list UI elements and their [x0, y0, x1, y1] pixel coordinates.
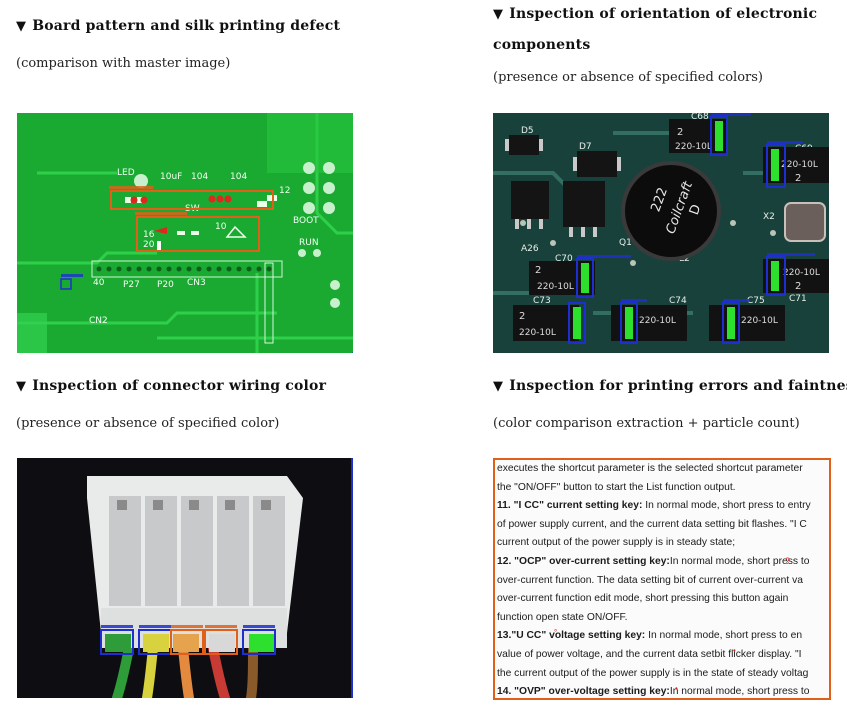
cap-id-c68: 2 [677, 127, 683, 138]
pcb-label-c68: C68 [691, 113, 709, 122]
pcb-label-d5: D5 [521, 126, 534, 136]
cap-value-c74: 220-10L [639, 316, 676, 326]
silk-label-104a: 104 [191, 172, 208, 182]
triangle-down-icon: ▼ [493, 7, 504, 22]
detect-box-blue [60, 278, 72, 290]
silk-label-cn2: CN2 [89, 316, 108, 326]
pcb-label-c75: C75 [747, 296, 765, 306]
document-line-heading: 11. "I CC" current setting key: [497, 500, 643, 512]
inductor-letter: D [687, 203, 705, 218]
printing-heading: ▼ Inspection for printing errors and fain… [493, 378, 847, 394]
cap-id-c73: 2 [519, 311, 525, 322]
board-subtitle: (comparison with master image) [16, 56, 231, 71]
pcb-label-q1: Q1 [619, 238, 632, 248]
document-line: over-current function edit mode, short p… [497, 590, 829, 609]
silk-label-20: 20 [143, 240, 155, 250]
silk-label-boot: BOOT [293, 216, 319, 226]
document-line-text: the current output of the power supply i… [497, 667, 809, 679]
cap-value-c70: 220-10L [537, 282, 574, 292]
error-mark-2: ° [554, 628, 558, 637]
document-line-text: In normal mode, short press to [669, 686, 810, 698]
pcb-label-c71: C71 [789, 294, 807, 304]
document-line-text: In normal mode, short press to [669, 555, 810, 567]
components-image: D5 D7 C68 C69 X2 A26 Q1 L2 C70 C73 C74 C… [493, 113, 829, 353]
cap-id-c69: 2 [795, 173, 801, 184]
board-title: Board pattern and silk printing defect [32, 18, 341, 34]
cap-id-c70: 2 [535, 265, 541, 276]
document-line: over-current function. The data setting … [497, 572, 829, 591]
cap-id-c71: 2 [795, 281, 801, 292]
cap-value-c69: 220-10L [781, 160, 818, 170]
document-line-text: the "ON/OFF" button to start the List fu… [497, 481, 736, 493]
pcb-label-c70: C70 [555, 254, 573, 264]
document-line-text: over-current function edit mode, short p… [497, 593, 789, 605]
cap-value-c68: 220-10L [675, 142, 712, 152]
document-line-text: of power supply current, and the current… [497, 518, 807, 530]
document-line: function open state ON/OFF. [497, 609, 829, 628]
document-line-text: value of power voltage, and the current … [497, 648, 802, 660]
document-line-heading: 14. "OVP" over-voltage setting key: [497, 686, 670, 698]
silk-label-10: 10 [215, 222, 227, 232]
document-line-text: In normal mode, short press to entry [642, 500, 811, 512]
detect-box-orange-1 [110, 190, 274, 210]
document-line: current output of the power supply is in… [497, 534, 829, 553]
document-line: 13."U CC" voltage setting key: In normal… [497, 627, 829, 646]
pcb-label-x2: X2 [763, 212, 775, 222]
error-mark-4: • [675, 684, 678, 693]
components-heading: ▼ Inspection of orientation of electronic [493, 6, 817, 22]
document-line: executes the shortcut parameter is the s… [497, 460, 829, 479]
detect-box-orange-2 [136, 216, 260, 252]
silk-label-12: 12 [279, 186, 290, 196]
document-line-text: over-current function. The data setting … [497, 574, 804, 586]
document-line-text: current output of the power supply is in… [497, 537, 736, 549]
error-mark-3: • [733, 646, 736, 655]
printing-document-image: executes the shortcut parameter is the s… [493, 458, 831, 700]
silk-label-40: 40 [93, 278, 105, 288]
silk-label-led: LED [117, 168, 135, 178]
printing-title: Inspection for printing errors and faint… [509, 378, 847, 394]
pcb-label-c74: C74 [669, 296, 687, 306]
connector-image [17, 458, 353, 698]
document-line: the current output of the power supply i… [497, 665, 829, 684]
document-line: 11. "I CC" current setting key: In norma… [497, 497, 829, 516]
error-mark-1: ? [785, 556, 791, 566]
printing-subtitle: (color comparison extraction + particle … [493, 416, 800, 431]
document-line-text: In normal mode, short press to en [645, 630, 803, 642]
document-line-heading: 12. "OCP" over-current setting key: [497, 555, 670, 567]
silk-label-10uf: 10uF [160, 172, 182, 182]
document-line-heading: 13."U CC" voltage setting key: [497, 630, 646, 642]
document-line: value of power voltage, and the current … [497, 646, 829, 665]
document-line: 12. "OCP" over-current setting key:In no… [497, 553, 829, 572]
connector-heading: ▼ Inspection of connector wiring color [16, 378, 326, 394]
silk-label-16: 16 [143, 230, 155, 240]
cap-value-c73: 220-10L [519, 328, 556, 338]
board-pattern-image: LED 10uF 104 104 SW 16 20 10 BOOT RUN 40… [17, 113, 353, 353]
silk-label-run: RUN [299, 238, 319, 248]
triangle-down-icon: ▼ [16, 19, 27, 34]
pcb-label-c73: C73 [533, 296, 551, 306]
silk-label-p27: P27 [123, 280, 140, 290]
silk-label-p20: P20 [157, 280, 174, 290]
cap-value-c71: 220-10L [783, 268, 820, 278]
pcb-label-d7: D7 [579, 142, 592, 152]
components-subtitle: (presence or absence of specified colors… [493, 70, 763, 85]
triangle-down-icon: ▼ [16, 379, 27, 394]
document-line: the "ON/OFF" button to start the List fu… [497, 479, 829, 498]
document-line-text: executes the shortcut parameter is the s… [497, 463, 803, 474]
components-title-line1: Inspection of orientation of electronic [509, 6, 818, 22]
pcb-label-a26: A26 [521, 244, 539, 254]
components-title-line2: components [493, 37, 591, 53]
silk-label-cn3: CN3 [187, 278, 206, 288]
connector-title: Inspection of connector wiring color [32, 378, 327, 394]
silk-label-104b: 104 [230, 172, 247, 182]
board-heading: ▼ Board pattern and silk printing defect [16, 18, 340, 34]
document-line: 14. "OVP" over-voltage setting key:In no… [497, 683, 829, 698]
triangle-down-icon: ▼ [493, 379, 504, 394]
document-line: of power supply current, and the current… [497, 516, 829, 535]
cap-value-c75: 220-10L [741, 316, 778, 326]
document-line-text: function open state ON/OFF. [497, 611, 628, 623]
connector-subtitle: (presence or absence of specified color) [16, 416, 280, 431]
